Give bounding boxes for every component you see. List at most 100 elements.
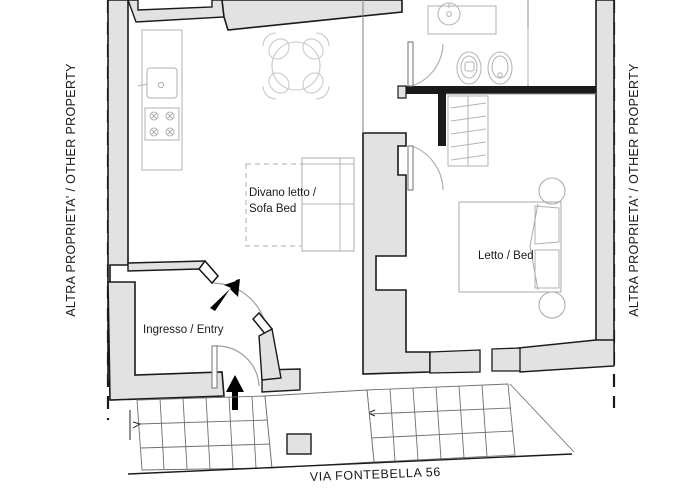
bathroom-door-swing-arc (411, 43, 444, 87)
wc-bowl-inner (460, 55, 478, 79)
stove-burner-icon (149, 111, 159, 121)
entry-door-inner-swing-arc (216, 345, 260, 387)
nightstand-lamp-icon (538, 291, 566, 319)
bed-headboard-curve (529, 203, 539, 291)
kitchen-counter (141, 29, 183, 171)
stove-burner-icon (149, 127, 159, 137)
step-riser (481, 384, 488, 458)
kitchen-sink (146, 67, 178, 99)
wall-top-slanted (221, 0, 403, 31)
dining-chair (262, 72, 290, 100)
stove-burner-icon (165, 111, 175, 121)
chair-back (262, 32, 277, 47)
bathroom-door (407, 41, 444, 87)
burner-cross (166, 112, 174, 120)
walkway (264, 389, 375, 469)
step-riser (389, 388, 396, 462)
wall-top-notch (127, 0, 225, 23)
bidet (487, 51, 513, 85)
step-riser (205, 396, 211, 470)
sofa-front-edge (301, 245, 355, 252)
chair-seat (302, 72, 324, 94)
bedroom-door-leaf (407, 145, 414, 191)
bedroom-door (407, 145, 444, 191)
burner-cross (150, 128, 158, 136)
wall-terrace-stub-left (429, 349, 481, 374)
sofa-bed-label-line1: Divano letto / (249, 187, 317, 199)
sink-tap-icon (137, 83, 148, 87)
step-line (370, 430, 514, 439)
step-riser (182, 397, 188, 470)
arrow-head (226, 375, 244, 392)
step-riser (159, 397, 165, 470)
wall-bathroom-jamb (397, 85, 407, 99)
burner-cross (166, 128, 174, 136)
entry-door-inner-jamb (258, 327, 282, 381)
stair-tread (450, 115, 487, 122)
chair-seat (268, 38, 290, 60)
bathroom-fixtures (427, 2, 529, 167)
chair-seat (302, 38, 324, 60)
sofa-backrest (301, 158, 355, 165)
dining-table (271, 41, 321, 91)
stair-tread (450, 141, 487, 148)
dining-chair (262, 32, 290, 60)
burner-cross (150, 112, 158, 120)
step-riser (228, 396, 234, 469)
wc-toilet (456, 51, 482, 85)
bed-pillow (534, 249, 560, 289)
washbasin-drain-icon (446, 11, 452, 17)
interior-walls (127, 0, 596, 375)
wall-right (595, 0, 615, 353)
stair-tread (450, 154, 487, 161)
arrow-glyph (210, 280, 239, 311)
arrow-head (232, 279, 240, 297)
right-boundary-label: ALTRA PROPRIETA' / OTHER PROPERTY (627, 63, 641, 317)
wall-bathroom-left-return (438, 94, 446, 146)
nightstand-lamp-icon (538, 177, 566, 205)
dining-chair (302, 32, 330, 60)
sofa-bed-label-line2: Sofa Bed (249, 203, 296, 215)
dining-chair (302, 72, 330, 100)
sofa-bed-furniture (245, 157, 355, 252)
chair-back (315, 32, 330, 47)
dining-set (262, 32, 330, 100)
entry-arrow-lower (226, 375, 244, 410)
stove-burner-icon (165, 127, 175, 137)
kitchen-furniture (137, 29, 183, 171)
chair-back (315, 85, 330, 100)
street-edge-line (127, 453, 573, 475)
step-line (368, 407, 512, 415)
bidet-drain-icon (497, 72, 503, 78)
manhole-cover (286, 433, 312, 455)
wall-bottom-right (517, 339, 615, 373)
bedroom-door-swing-arc (411, 145, 444, 191)
wc-seat-detail (464, 61, 475, 72)
entry-label: Ingresso / Entry (143, 324, 224, 336)
sink-drain-icon (157, 81, 165, 89)
entry-door-inner (211, 327, 282, 389)
exterior-paving (127, 383, 575, 475)
left-boundary-label: ALTRA PROPRIETA' / OTHER PROPERTY (64, 63, 78, 317)
street-corner-line (509, 383, 575, 453)
chair-seat (268, 72, 290, 94)
bidet-bowl-inner (491, 55, 509, 79)
chair-back (262, 85, 277, 100)
bedroom-label: Letto / Bed (478, 250, 534, 262)
step-riser (412, 387, 419, 461)
washbasin-counter (427, 5, 497, 35)
doors (198, 41, 444, 389)
step-riser (251, 395, 257, 469)
entry-door-outer-leaf (198, 259, 219, 285)
bed-pillow (534, 205, 560, 245)
entry-door-inner-leaf (211, 345, 218, 389)
entry-arrow-upper (210, 279, 240, 311)
wall-bathroom-bottom (406, 86, 596, 94)
bed-furniture (458, 177, 566, 319)
stair-tread (450, 102, 487, 109)
stair-tread (450, 128, 487, 135)
wall-terrace-stub-right (491, 347, 521, 372)
step-line (138, 419, 270, 425)
